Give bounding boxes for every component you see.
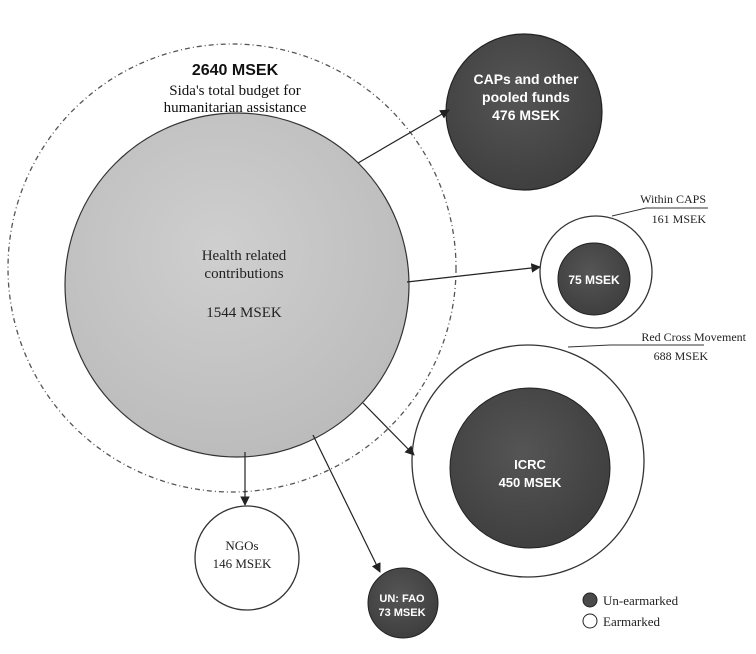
total-budget-line1: Sida's total budget for [169, 83, 300, 99]
total-budget-circle [7, 43, 457, 493]
red-cross-amount: 688 MSEK [654, 349, 709, 363]
legend-unearmarked-swatch [582, 592, 598, 608]
legend-earmarked-label: Earmarked [603, 614, 661, 629]
legend-earmarked-swatch [582, 613, 598, 629]
red-cross-label: Red Cross Movement [641, 330, 746, 344]
icrc-circle [449, 387, 611, 549]
ngos-label: NGOs [225, 538, 258, 553]
arrow-to-un-fao [312, 434, 381, 573]
total-budget-amount: 2640 MSEK [192, 62, 279, 79]
health-line2: contributions [204, 266, 283, 282]
within-caps-leader [611, 207, 708, 217]
health-contributions-circle [64, 112, 410, 458]
ngos-amount: 146 MSEK [213, 556, 272, 571]
health-line1: Health related [202, 248, 287, 264]
within-caps-amount: 161 MSEK [652, 212, 707, 226]
icrc-label: ICRC [514, 457, 546, 472]
health-amount: 1544 MSEK [206, 305, 282, 321]
total-budget-line2: humanitarian assistance [164, 100, 307, 116]
legend: Un-earmarked Earmarked [582, 592, 679, 629]
un-fao-amount: 73 MSEK [378, 607, 425, 619]
un-fao-label: UN: FAO [379, 593, 425, 605]
icrc-amount: 450 MSEK [499, 475, 562, 490]
arrow-to-within-caps [406, 263, 541, 283]
caps-pooled-amount: 476 MSEK [492, 107, 560, 123]
caps-pooled-line1: CAPs and other [473, 71, 579, 87]
within-caps-inner-circle [557, 242, 631, 316]
un-fao-circle [367, 567, 439, 639]
arrow-to-caps [357, 109, 450, 164]
caps-pooled-line2: pooled funds [482, 89, 570, 105]
legend-unearmarked-label: Un-earmarked [603, 593, 679, 608]
within-caps-inner-amount: 75 MSEK [568, 273, 620, 287]
within-caps-label: Within CAPS [640, 192, 706, 206]
red-cross-leader [567, 344, 704, 348]
ngos-circle [194, 505, 300, 611]
arrow-to-red-cross [362, 402, 415, 456]
